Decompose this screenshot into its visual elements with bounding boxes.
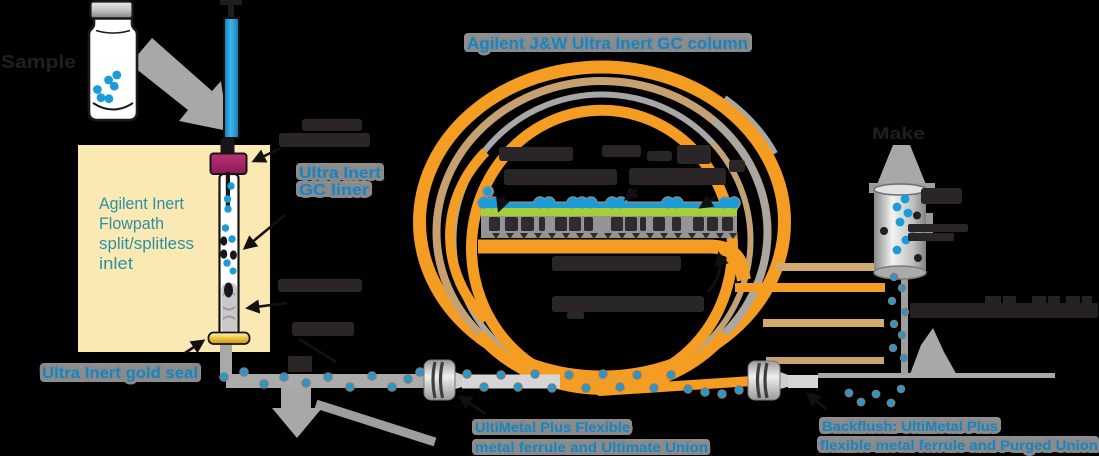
svg-text:metal ferrule and Ultimate Uni: metal ferrule and Ultimate Union: [475, 439, 708, 455]
svg-text:Ultra Inert: Ultra Inert: [299, 165, 381, 182]
svg-text:Agilent J&W Ultra Inert GC col: Agilent J&W Ultra Inert GC column: [467, 34, 748, 53]
svg-text:Make: Make: [872, 124, 925, 143]
svg-text:Ultra Inert gold seal: Ultra Inert gold seal: [42, 365, 198, 382]
svg-text:Agilent Inert: Agilent Inert: [99, 194, 184, 213]
svg-text:Backflush: UltiMetal Plus: Backflush: UltiMetal Plus: [822, 419, 998, 434]
svg-text:Flowpath: Flowpath: [99, 214, 164, 233]
svg-text:Sample: Sample: [1, 52, 76, 72]
svg-text:split/splitless: split/splitless: [99, 234, 194, 253]
svg-text:flexible metal ferrule and Pur: flexible metal ferrule and Purged Union: [820, 438, 1098, 453]
svg-text:UltiMetal Plus Flexible: UltiMetal Plus Flexible: [475, 419, 630, 435]
svg-text:inlet: inlet: [99, 254, 133, 273]
svg-text:GC liner: GC liner: [299, 182, 369, 199]
